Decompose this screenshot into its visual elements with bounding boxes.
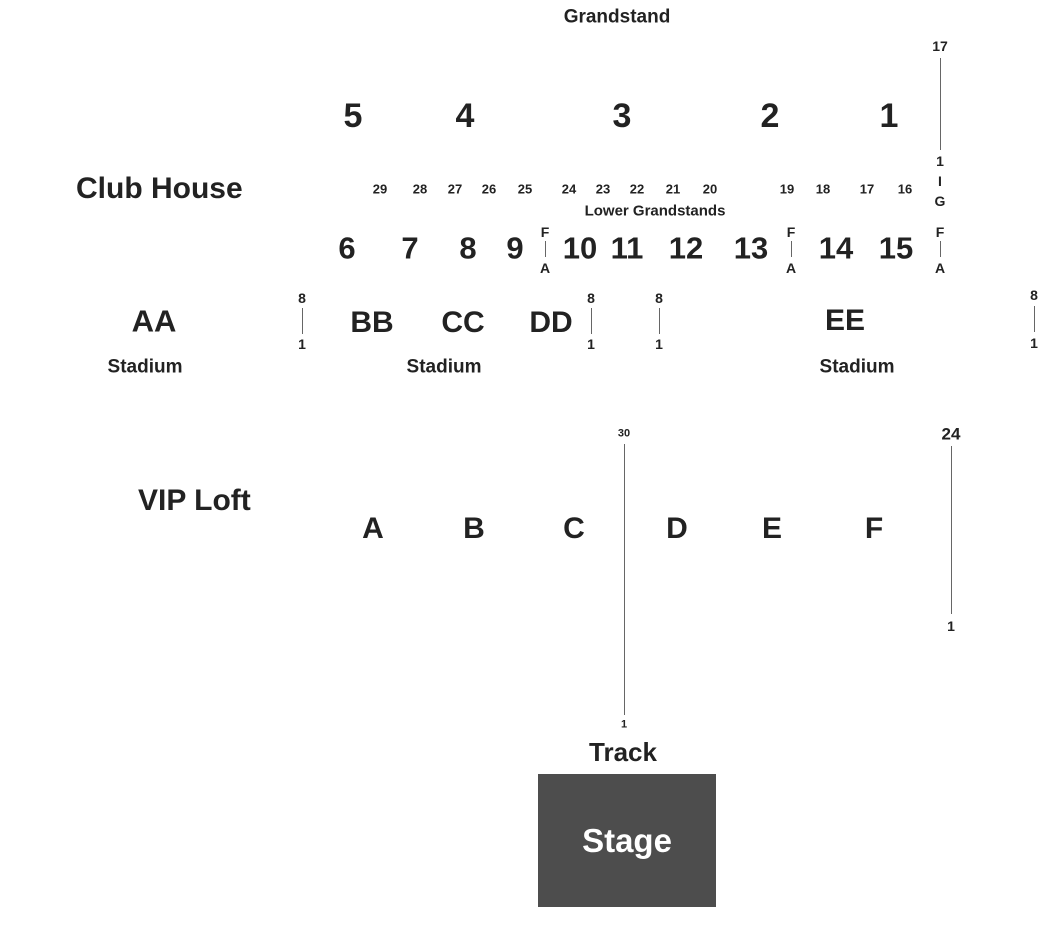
row-20[interactable]: 20 xyxy=(702,181,718,197)
stadium-label: Stadium xyxy=(406,356,482,378)
vip-section-e[interactable]: E xyxy=(761,512,783,545)
stage: Stage xyxy=(538,774,716,907)
row-marker-line xyxy=(940,241,941,257)
row-23[interactable]: 23 xyxy=(595,181,611,197)
row-29[interactable]: 29 xyxy=(372,181,388,197)
section-ee[interactable]: EE xyxy=(824,304,866,337)
row-16[interactable]: 16 xyxy=(897,181,913,197)
club-house-label: Club House xyxy=(76,172,243,205)
row-27[interactable]: 27 xyxy=(447,181,463,197)
grandstand-row-line xyxy=(940,58,941,150)
section-13[interactable]: 13 xyxy=(733,230,769,266)
section-aa[interactable]: AA xyxy=(131,303,177,339)
grandstand-title: Grandstand xyxy=(563,6,671,28)
section-8[interactable]: 8 xyxy=(459,230,477,266)
row-marker-a: A xyxy=(934,260,946,276)
section-10[interactable]: 10 xyxy=(562,230,598,266)
stadium-row-line xyxy=(1034,306,1035,332)
stadium-row-top: 8 xyxy=(587,290,595,306)
stadium-label: Stadium xyxy=(819,356,895,378)
row-marker-f: F xyxy=(786,224,796,240)
vip-section-c[interactable]: C xyxy=(563,512,585,545)
section-2[interactable]: 2 xyxy=(760,97,780,135)
section-bb[interactable]: BB xyxy=(350,306,394,339)
section-4[interactable]: 4 xyxy=(455,97,475,135)
row-17[interactable]: 17 xyxy=(859,181,875,197)
section-7[interactable]: 7 xyxy=(401,230,419,266)
row-25[interactable]: 25 xyxy=(517,181,533,197)
gate-marker-i: I xyxy=(938,173,942,189)
lower-grandstands-label: Lower Grandstands xyxy=(584,202,726,220)
stadium-row-bottom: 1 xyxy=(587,336,595,352)
row-marker-line xyxy=(791,241,792,257)
stadium-row-top: 8 xyxy=(1030,287,1038,303)
section-14[interactable]: 14 xyxy=(818,230,854,266)
grandstand-row-top: 17 xyxy=(932,38,948,54)
section-cc[interactable]: CC xyxy=(441,306,485,339)
vip-row-bottom: 1 xyxy=(620,718,628,731)
section-6[interactable]: 6 xyxy=(338,230,356,266)
stadium-row-line xyxy=(659,308,660,334)
track-label: Track xyxy=(589,737,657,767)
section-11[interactable]: 11 xyxy=(610,230,644,266)
vip-row-top: 30 xyxy=(617,427,631,440)
row-marker-f: F xyxy=(540,224,550,240)
grandstand-row-bottom: 1 xyxy=(936,153,944,169)
section-12[interactable]: 12 xyxy=(668,230,704,266)
stadium-row-line xyxy=(302,308,303,334)
row-marker-a: A xyxy=(785,260,797,276)
vip-section-b[interactable]: B xyxy=(463,512,485,545)
row-marker-f: F xyxy=(935,224,945,240)
stadium-row-top: 8 xyxy=(655,290,663,306)
stadium-label: Stadium xyxy=(107,356,183,378)
vip-row-line xyxy=(624,444,625,715)
row-marker-line xyxy=(545,241,546,257)
row-26[interactable]: 26 xyxy=(481,181,497,197)
row-18[interactable]: 18 xyxy=(815,181,831,197)
row-marker-a: A xyxy=(539,260,551,276)
vip-section-a[interactable]: A xyxy=(362,512,384,545)
stage-label: Stage xyxy=(582,821,672,859)
section-dd[interactable]: DD xyxy=(529,306,573,339)
stadium-row-bottom: 1 xyxy=(298,336,306,352)
row-28[interactable]: 28 xyxy=(412,181,428,197)
row-19[interactable]: 19 xyxy=(779,181,795,197)
stadium-row-line xyxy=(591,308,592,334)
vip-row-top: 24 xyxy=(941,424,961,444)
section-1[interactable]: 1 xyxy=(879,97,899,135)
vip-section-f[interactable]: F xyxy=(864,512,884,545)
section-9[interactable]: 9 xyxy=(506,230,524,266)
vip-section-d[interactable]: D xyxy=(666,512,688,545)
vip-loft-label: VIP Loft xyxy=(138,484,251,517)
stadium-row-bottom: 1 xyxy=(655,336,663,352)
row-24[interactable]: 24 xyxy=(561,181,577,197)
row-21[interactable]: 21 xyxy=(665,181,681,197)
section-5[interactable]: 5 xyxy=(343,97,363,135)
section-15[interactable]: 15 xyxy=(878,230,914,266)
stadium-row-top: 8 xyxy=(298,290,306,306)
row-22[interactable]: 22 xyxy=(629,181,645,197)
stadium-row-bottom: 1 xyxy=(1030,335,1038,351)
section-3[interactable]: 3 xyxy=(612,97,632,135)
vip-row-bottom: 1 xyxy=(947,618,955,634)
vip-row-line xyxy=(951,446,952,614)
gate-marker-g: G xyxy=(934,193,946,209)
